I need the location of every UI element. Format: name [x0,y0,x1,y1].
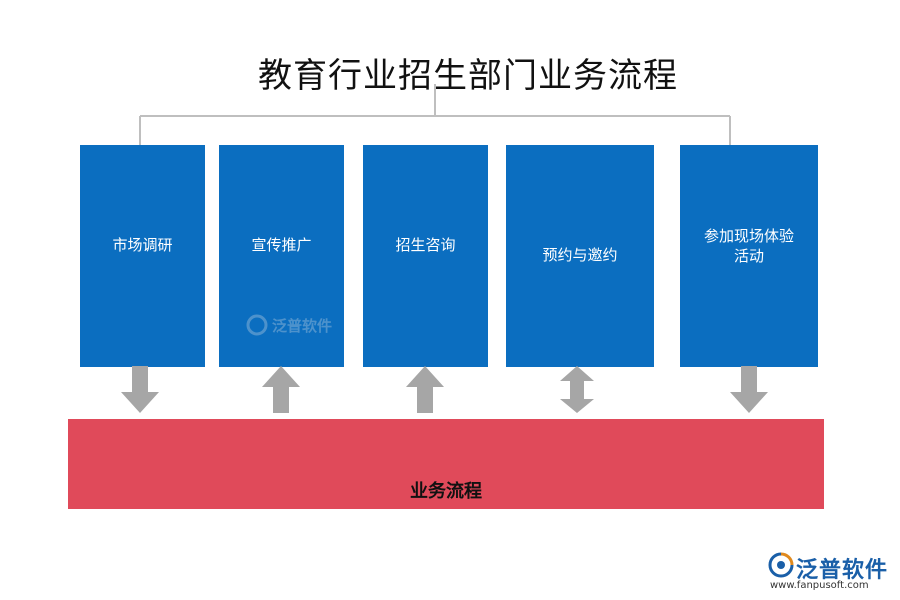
arrow-up-icon [406,366,444,413]
brand-logo: 泛普软件 www.fanpusoft.com [768,552,896,596]
arrow-down-icon [730,366,768,413]
step-box-promotion: 宣传推广 [219,145,344,367]
arrow-bidirectional-icon [560,366,594,413]
watermark: 泛普软件 [246,314,332,336]
step-box-appointment: 预约与邀约 [506,145,654,367]
diagram-title: 教育行业招生部门业务流程 [258,56,678,96]
step-label: 市场调研 [112,236,173,254]
step-box-market-research: 市场调研 [80,145,205,367]
step-box-experience-activity: 参加现场体验活动 [680,145,818,367]
arrow-down-icon [121,366,159,413]
fanpu-logo-icon [768,552,794,578]
watermark-text: 泛普软件 [272,316,333,335]
step-label: 预约与邀约 [542,246,618,264]
band-label: 业务流程 [410,481,482,502]
watermark-logo-icon [246,314,268,336]
step-label: 参加现场体验活动 [703,227,794,265]
business-process-band: 业务流程 [68,419,824,509]
step-box-consultation: 招生咨询 [363,145,488,367]
logo-name: 泛普软件 [796,558,889,583]
logo-url: www.fanpusoft.com [770,580,869,591]
step-label: 招生咨询 [395,236,456,254]
step-label: 宣传推广 [251,236,312,254]
arrow-up-icon [262,366,300,413]
